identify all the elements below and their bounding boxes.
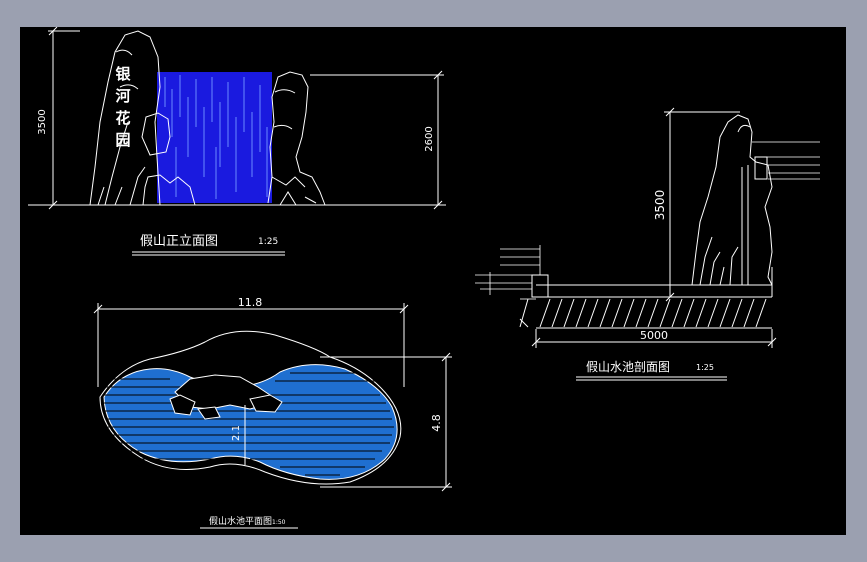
section-rockery-outline: [691, 114, 773, 286]
pond-water: [103, 364, 398, 480]
rock-left-outline: [89, 30, 161, 206]
sign-char-1: 银: [115, 65, 131, 83]
section-title: 假山水池剖面图: [586, 360, 670, 374]
plan-dim-height-label: 4.8: [430, 414, 443, 432]
section-right-annotations: [752, 141, 820, 180]
elevation-dim-right-label: 2600: [424, 126, 435, 151]
plan-view: 11.8 4.8: [93, 296, 452, 529]
elevation-view: 银 河 花 园 3500 2600 假山正立面图 1:25: [28, 27, 446, 256]
section-dim-height-label: 3500: [653, 190, 667, 221]
elevation-dim-left-label: 3500: [37, 109, 48, 134]
section-left-annotations: [475, 245, 541, 300]
plan-dim-width-label: 11.8: [238, 296, 263, 309]
sign-char-2: 河: [115, 87, 130, 105]
section-view: 3500 5000 假山水池剖面图 1:25: [475, 107, 820, 381]
elevation-title: 假山正立面图: [140, 234, 218, 249]
pond-outer-outline: [99, 330, 402, 485]
plan-scale: 1:50: [272, 519, 286, 526]
waterfall: [157, 72, 272, 203]
elevation-scale: 1:25: [258, 237, 278, 247]
cad-drawing: 银 河 花 园 3500 2600 假山正立面图 1:25 11.8: [28, 27, 820, 529]
sign-char-3: 花: [115, 109, 130, 127]
plan-title: 假山水池平面图: [209, 515, 272, 527]
section-foundation-hatch: [539, 298, 767, 328]
section-dim-width-label: 5000: [640, 329, 668, 342]
sign-char-4: 园: [115, 131, 130, 149]
section-left-wall: [531, 274, 549, 298]
waterfall-streaks: [164, 75, 268, 199]
plan-dim-inner-label: 2.1: [231, 425, 242, 441]
rock-right-outline: [267, 71, 326, 206]
section-scale: 1:25: [696, 363, 714, 372]
rock-middle-outline: [142, 174, 196, 206]
section-pipe-box: [754, 156, 768, 180]
drawing-canvas[interactable]: 银 河 花 园 3500 2600 假山正立面图 1:25 11.8: [20, 27, 846, 535]
